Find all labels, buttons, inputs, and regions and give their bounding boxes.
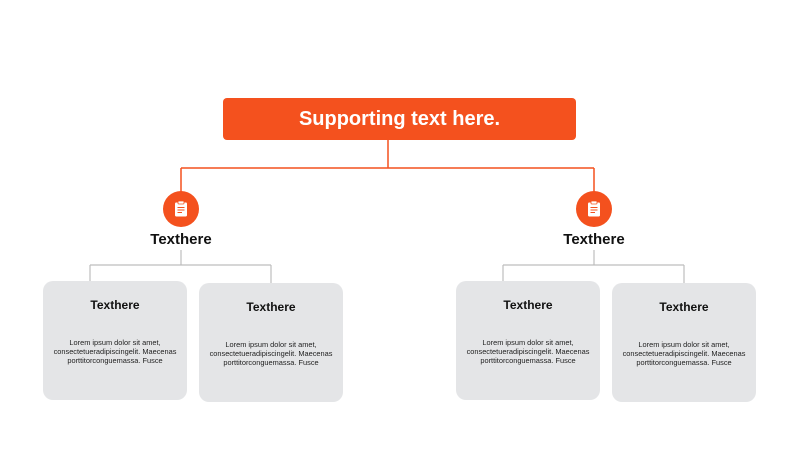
card-body-line: porttitorconguemassa. Fusce [67, 356, 163, 365]
card-title: Texthere [503, 298, 553, 312]
card-body: Lorem ipsum dolor sit amet, consectetuer… [43, 338, 187, 365]
card-body-line: Lorem ipsum dolor sit amet, [482, 338, 574, 347]
branch-title-left: Texthere [150, 231, 212, 248]
card: Texthere Lorem ipsum dolor sit amet, con… [456, 281, 600, 400]
card-body-line: Lorem ipsum dolor sit amet, [638, 340, 730, 349]
card-body-line: porttitorconguemassa. Fusce [223, 358, 319, 367]
card-body-line: Lorem ipsum dolor sit amet, [69, 338, 161, 347]
card-body: Lorem ipsum dolor sit amet, consectetuer… [612, 340, 756, 367]
top-banner: Supporting text here. [223, 98, 576, 140]
card: Texthere Lorem ipsum dolor sit amet, con… [199, 283, 343, 402]
card-body-line: Lorem ipsum dolor sit amet, [225, 340, 317, 349]
card-title: Texthere [659, 300, 709, 314]
clipboard-icon [576, 191, 612, 227]
card-body-line: consectetueradipiscingelit. Maecenas [53, 347, 177, 356]
card-body: Lorem ipsum dolor sit amet, consectetuer… [199, 340, 343, 367]
card-body-line: consectetueradipiscingelit. Maecenas [622, 349, 746, 358]
card-body-line: porttitorconguemassa. Fusce [480, 356, 576, 365]
branch-title-right: Texthere [563, 231, 625, 248]
card: Texthere Lorem ipsum dolor sit amet, con… [43, 281, 187, 400]
card-body: Lorem ipsum dolor sit amet, consectetuer… [456, 338, 600, 365]
card-title: Texthere [90, 298, 140, 312]
card: Texthere Lorem ipsum dolor sit amet, con… [612, 283, 756, 402]
card-body-line: consectetueradipiscingelit. Maecenas [466, 347, 590, 356]
card-body-line: porttitorconguemassa. Fusce [636, 358, 732, 367]
top-banner-label: Supporting text here. [298, 107, 501, 130]
card-title: Texthere [246, 300, 296, 314]
clipboard-icon [163, 191, 199, 227]
card-body-line: consectetueradipiscingelit. Maecenas [209, 349, 333, 358]
